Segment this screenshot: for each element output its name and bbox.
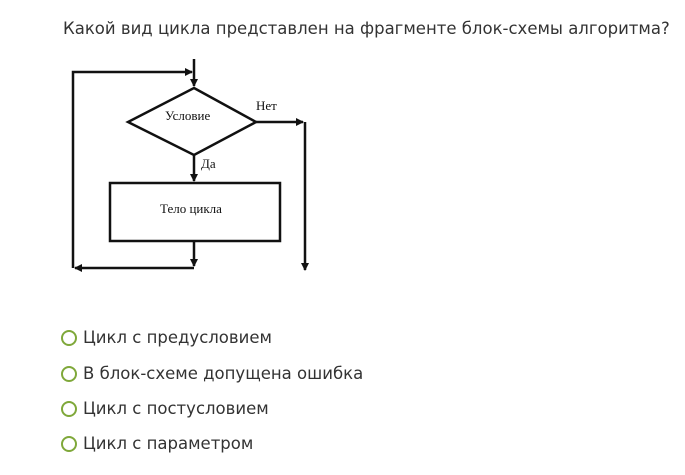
option-error[interactable]: В блок-схеме допущена ошибка (61, 364, 363, 383)
option-precondition[interactable]: Цикл с предусловием (61, 328, 272, 347)
question-text: Какой вид цикла представлен на фрагменте… (63, 19, 670, 38)
option-label: Цикл с постусловием (83, 399, 269, 418)
option-parameter[interactable]: Цикл с параметром (61, 434, 253, 453)
loop-back-arrow (71, 68, 193, 268)
no-label: Нет (256, 98, 277, 113)
flowchart-diagram: Условие Нет Да Тело цикла (71, 59, 309, 272)
option-label: Цикл с параметром (83, 434, 254, 453)
radio-button[interactable] (61, 400, 77, 417)
option-postcondition[interactable]: Цикл с постусловием (61, 399, 269, 418)
radio-button[interactable] (61, 365, 77, 382)
option-label: В блок-схеме допущена ошибка (83, 364, 364, 383)
radio-button[interactable] (61, 329, 77, 346)
condition-label: Условие (165, 108, 210, 123)
loop-body-rect (108, 181, 282, 243)
radio-button[interactable] (61, 435, 77, 452)
option-label: Цикл с предусловием (83, 328, 272, 347)
body-label: Тело цикла (160, 201, 222, 216)
yes-label: Да (201, 156, 216, 171)
